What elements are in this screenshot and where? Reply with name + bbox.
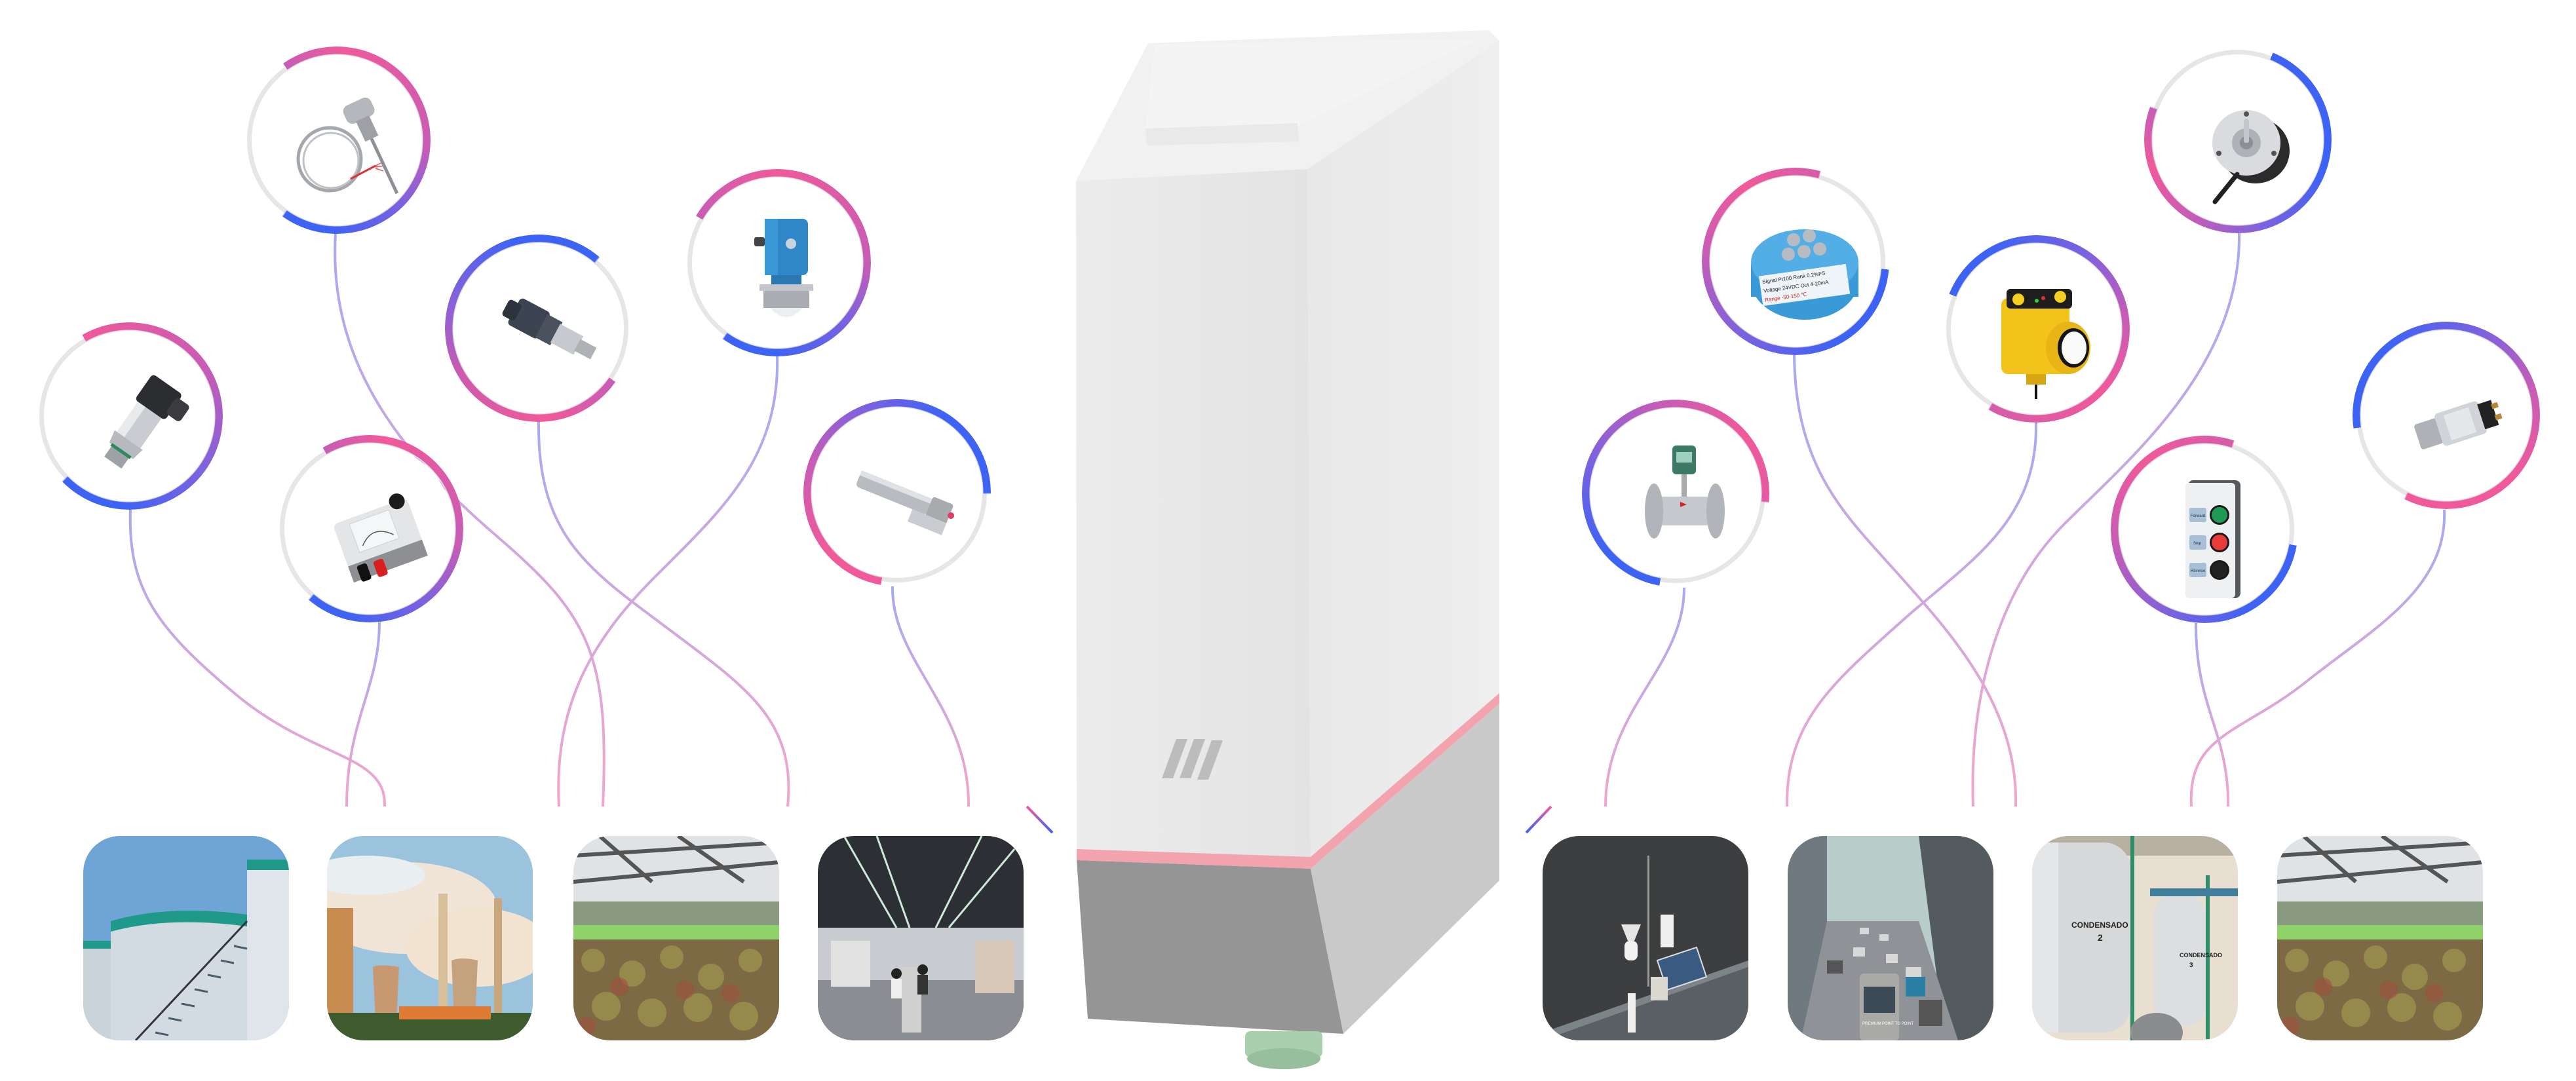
pressure-sensor-icon bbox=[502, 298, 597, 360]
turbine-flowmeter-icon bbox=[1645, 446, 1725, 539]
pressure-transmitter-icon bbox=[104, 375, 189, 469]
scene-weather-station bbox=[1543, 836, 1748, 1040]
temp-transmitter-icon: Signal Pt100 Rank 0.2%FS Voltage 24VDC O… bbox=[1751, 229, 1858, 320]
wire-pressure-sensor bbox=[537, 421, 790, 807]
button-label-stop: Stop bbox=[2193, 542, 2202, 546]
scene-power-plant bbox=[327, 836, 533, 1040]
sensor-node-thermocouple[interactable] bbox=[243, 47, 431, 234]
tank-label: CONDENSADO bbox=[2180, 952, 2222, 958]
sensor-node-push-button-station[interactable]: Forward Stop Reverse bbox=[2111, 436, 2298, 623]
sensor-node-rotary-encoder[interactable] bbox=[2144, 46, 2332, 233]
bus-sign-text: PREMIUM POINT TO POINT bbox=[1862, 1022, 1913, 1026]
device-side bbox=[1307, 41, 1499, 858]
sensor-node-radar-level[interactable] bbox=[683, 169, 871, 356]
scene-office bbox=[818, 836, 1024, 1040]
button-label-forward: Forward bbox=[2191, 514, 2205, 518]
sensor-node-turbine-flowmeter[interactable] bbox=[1582, 400, 1769, 587]
radar-level-icon bbox=[754, 219, 813, 317]
tank-number: 3 bbox=[2189, 962, 2193, 969]
wire-ir-temperature bbox=[891, 586, 971, 807]
scene-condensate-tanks: CONDENSADO 2 CONDENSADO 3 bbox=[2032, 836, 2238, 1040]
gateway-device[interactable] bbox=[1068, 26, 1507, 1081]
button-label-reverse: Reverse bbox=[2191, 569, 2206, 573]
sensor-node-pressure-transmitter[interactable] bbox=[35, 322, 223, 510]
device-base-front bbox=[1077, 860, 1343, 1034]
wire-analog-meter bbox=[345, 622, 381, 807]
device-front bbox=[1076, 169, 1311, 858]
sensor-node-ir-temperature[interactable] bbox=[803, 399, 991, 586]
scene-greenhouse bbox=[573, 836, 779, 1040]
logo-mark-icon bbox=[1162, 739, 1223, 780]
scene-traffic: PREMIUM POINT TO POINT bbox=[1788, 836, 1993, 1040]
right-bus-connector bbox=[1525, 805, 1552, 834]
iot-gateway-diagram: Signal Pt100 Rank 0.2%FS Voltage 24VDC O… bbox=[35, 30, 2540, 1069]
thermocouple-icon bbox=[296, 97, 399, 195]
pressure-transducer-icon bbox=[2414, 400, 2503, 449]
ir-temperature-icon bbox=[856, 470, 955, 535]
wire-push-button bbox=[2194, 622, 2230, 807]
wire-radar-level bbox=[557, 356, 779, 807]
scene-greenhouse-2 bbox=[2277, 836, 2483, 1040]
rotary-encoder-icon bbox=[2212, 110, 2290, 204]
analog-meter-icon bbox=[334, 493, 428, 583]
sensor-node-temp-transmitter[interactable]: Signal Pt100 Rank 0.2%FS Voltage 24VDC O… bbox=[1702, 168, 1889, 355]
sensor-node-pressure-transducer[interactable] bbox=[2353, 322, 2540, 509]
sensor-node-analog-meter[interactable] bbox=[276, 435, 463, 622]
wire-temp-transmitter bbox=[1793, 354, 2018, 807]
status-light-stripe bbox=[1077, 693, 1499, 869]
ultrasonic-sensor-icon bbox=[2001, 289, 2090, 399]
scene-storage-tanks bbox=[83, 836, 289, 1040]
device-base-side bbox=[1311, 704, 1499, 1034]
sensor-node-pressure-sensor[interactable] bbox=[445, 235, 632, 422]
tank-label: CONDENSADO bbox=[2071, 920, 2128, 930]
wire-ultrasonic bbox=[1785, 422, 2038, 807]
sensor-node-ultrasonic[interactable] bbox=[1942, 235, 2130, 423]
wire-turbine-flowmeter bbox=[1604, 587, 1685, 807]
push-button-station-icon: Forward Stop Reverse bbox=[2185, 480, 2240, 598]
left-bus-connector bbox=[1026, 805, 1054, 834]
tank-number: 2 bbox=[2098, 932, 2103, 943]
